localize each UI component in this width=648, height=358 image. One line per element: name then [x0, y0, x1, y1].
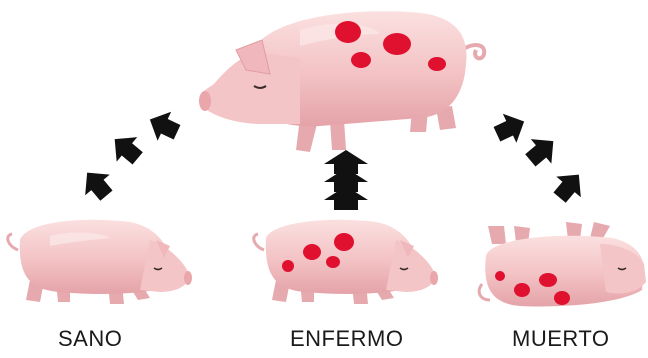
arrow-icon: [547, 164, 591, 208]
spot: [351, 52, 371, 68]
spot: [554, 291, 570, 305]
center-arrows: [324, 150, 368, 210]
spot: [303, 244, 321, 260]
arrow-icon: [75, 162, 119, 206]
arrow-icon: [324, 150, 368, 174]
arrow-icon: [520, 129, 564, 173]
arrow-icon: [104, 127, 148, 171]
arrow-icon: [143, 105, 184, 147]
label-dead: MUERTO: [512, 326, 610, 352]
spot: [334, 233, 354, 251]
left-arrows: [75, 105, 184, 206]
top-pig: [199, 11, 484, 152]
sick-pig: [254, 220, 438, 304]
right-arrows: [490, 107, 591, 208]
spot: [326, 256, 340, 268]
spot: [428, 57, 446, 71]
spot: [335, 21, 361, 43]
healthy-pig: [8, 220, 192, 304]
spot: [282, 260, 294, 272]
dead-pig: [479, 222, 646, 306]
label-sick: ENFERMO: [290, 326, 404, 352]
spot: [495, 271, 505, 281]
spot: [383, 33, 411, 55]
arrow-icon: [490, 107, 531, 149]
label-healthy: SANO: [58, 326, 122, 352]
spot: [514, 283, 530, 297]
spot: [539, 273, 557, 287]
